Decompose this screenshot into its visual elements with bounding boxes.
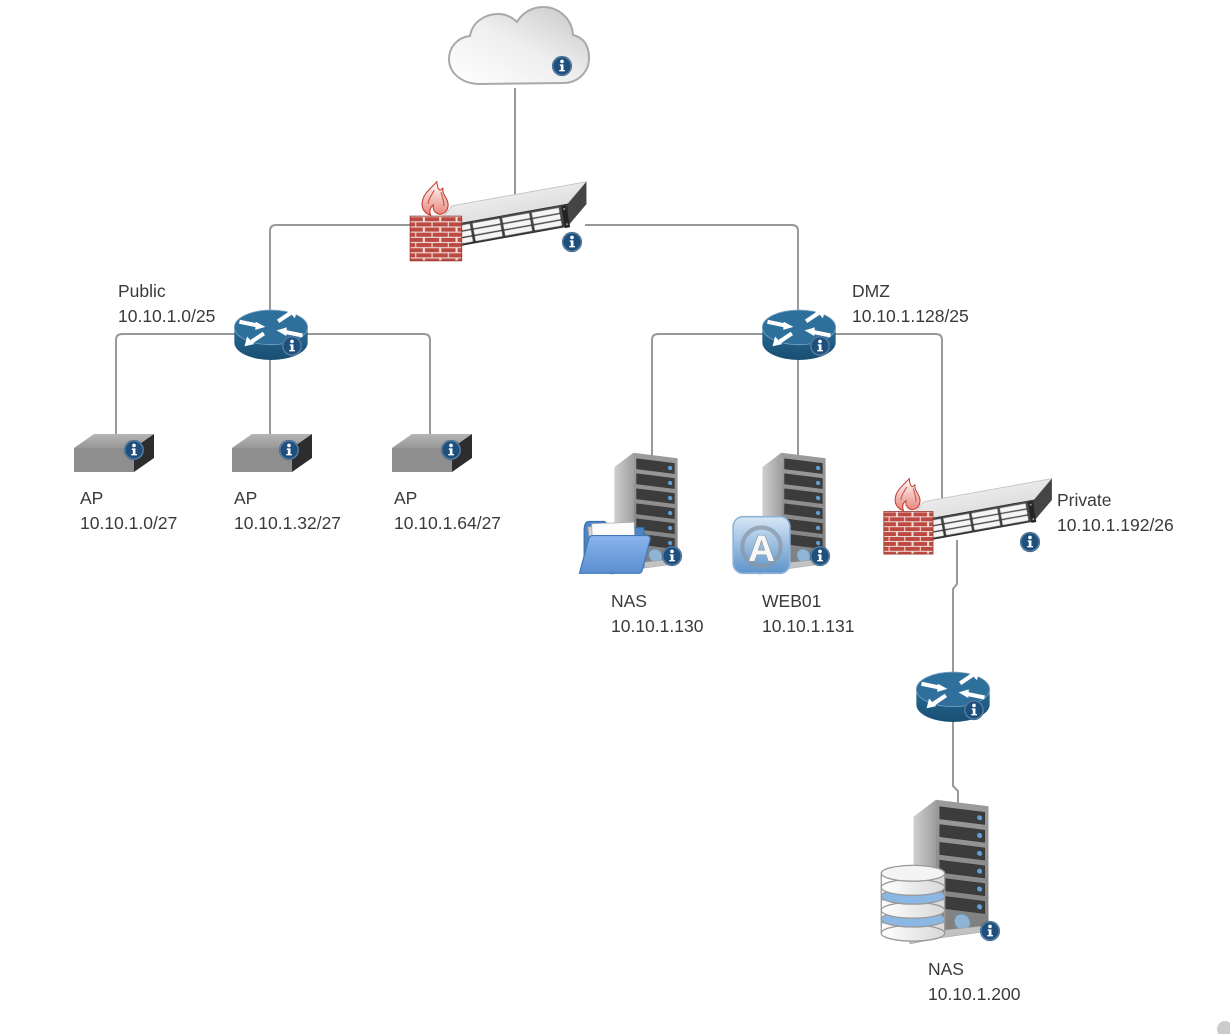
node-name: AP: [234, 488, 258, 508]
info-icon-internet[interactable]: [551, 55, 573, 77]
info-icon-dmz-router[interactable]: [809, 335, 831, 357]
network-subnet: 10.10.1.192/26: [1057, 515, 1174, 535]
label-public-network: Public 10.10.1.0/25: [118, 279, 215, 329]
label-dmz-network: DMZ 10.10.1.128/25: [852, 279, 969, 329]
network-name: Public: [118, 281, 166, 301]
label-web01: WEB01 10.10.1.131: [762, 589, 854, 639]
diagram-nodes: A: [74, 6, 1053, 945]
label-ap1: AP 10.10.1.0/27: [80, 486, 177, 536]
network-subnet: 10.10.1.128/25: [852, 306, 969, 326]
label-private-nas: NAS 10.10.1.200: [928, 957, 1020, 1007]
network-name: Private: [1057, 490, 1112, 510]
node-subnet: 10.10.1.131: [762, 616, 855, 636]
info-icon-private-firewall[interactable]: [1019, 531, 1041, 553]
node-name: NAS: [611, 591, 647, 611]
network-subnet: 10.10.1.0/25: [118, 306, 216, 326]
node-subnet: 10.10.1.64/27: [394, 513, 502, 533]
network-name: DMZ: [852, 281, 890, 301]
node-name: AP: [394, 488, 418, 508]
info-icon-ap3[interactable]: [440, 439, 462, 461]
node-subnet: 10.10.1.130: [611, 616, 704, 636]
label-dmz-nas: NAS 10.10.1.130: [611, 589, 703, 639]
database-stack-icon: [880, 864, 946, 942]
label-private-network: Private 10.10.1.192/26: [1057, 488, 1174, 538]
link-private-firewall-router: [952, 540, 958, 676]
info-icon-dmz-nas[interactable]: [661, 545, 683, 567]
scrollbar-corner-thumb[interactable]: [1217, 1021, 1230, 1034]
access-point-2-icon[interactable]: [232, 434, 312, 472]
info-icon-private-nas[interactable]: [979, 920, 1001, 942]
app-badge-letter: A: [748, 528, 775, 569]
info-icon-private-router[interactable]: [963, 699, 985, 721]
info-icon-web01[interactable]: [809, 545, 831, 567]
node-name: WEB01: [762, 591, 822, 611]
link-firewall-public-router: [269, 224, 410, 318]
info-icon-public-router[interactable]: [281, 335, 303, 357]
info-icon-ap2[interactable]: [278, 439, 300, 461]
label-ap2: AP 10.10.1.32/27: [234, 486, 341, 536]
folder-icon: [578, 520, 651, 574]
info-icon-edge-firewall[interactable]: [561, 231, 583, 253]
edge-firewall-icon[interactable]: [409, 181, 588, 262]
link-firewall-dmz-router: [585, 224, 799, 316]
info-icon-ap1[interactable]: [123, 439, 145, 461]
node-subnet: 10.10.1.0/27: [80, 513, 178, 533]
node-subnet: 10.10.1.200: [928, 984, 1021, 1004]
label-ap3: AP 10.10.1.64/27: [394, 486, 501, 536]
node-name: AP: [80, 488, 104, 508]
node-subnet: 10.10.1.32/27: [234, 513, 342, 533]
node-name: NAS: [928, 959, 964, 979]
link-router-private-nas: [952, 714, 959, 804]
